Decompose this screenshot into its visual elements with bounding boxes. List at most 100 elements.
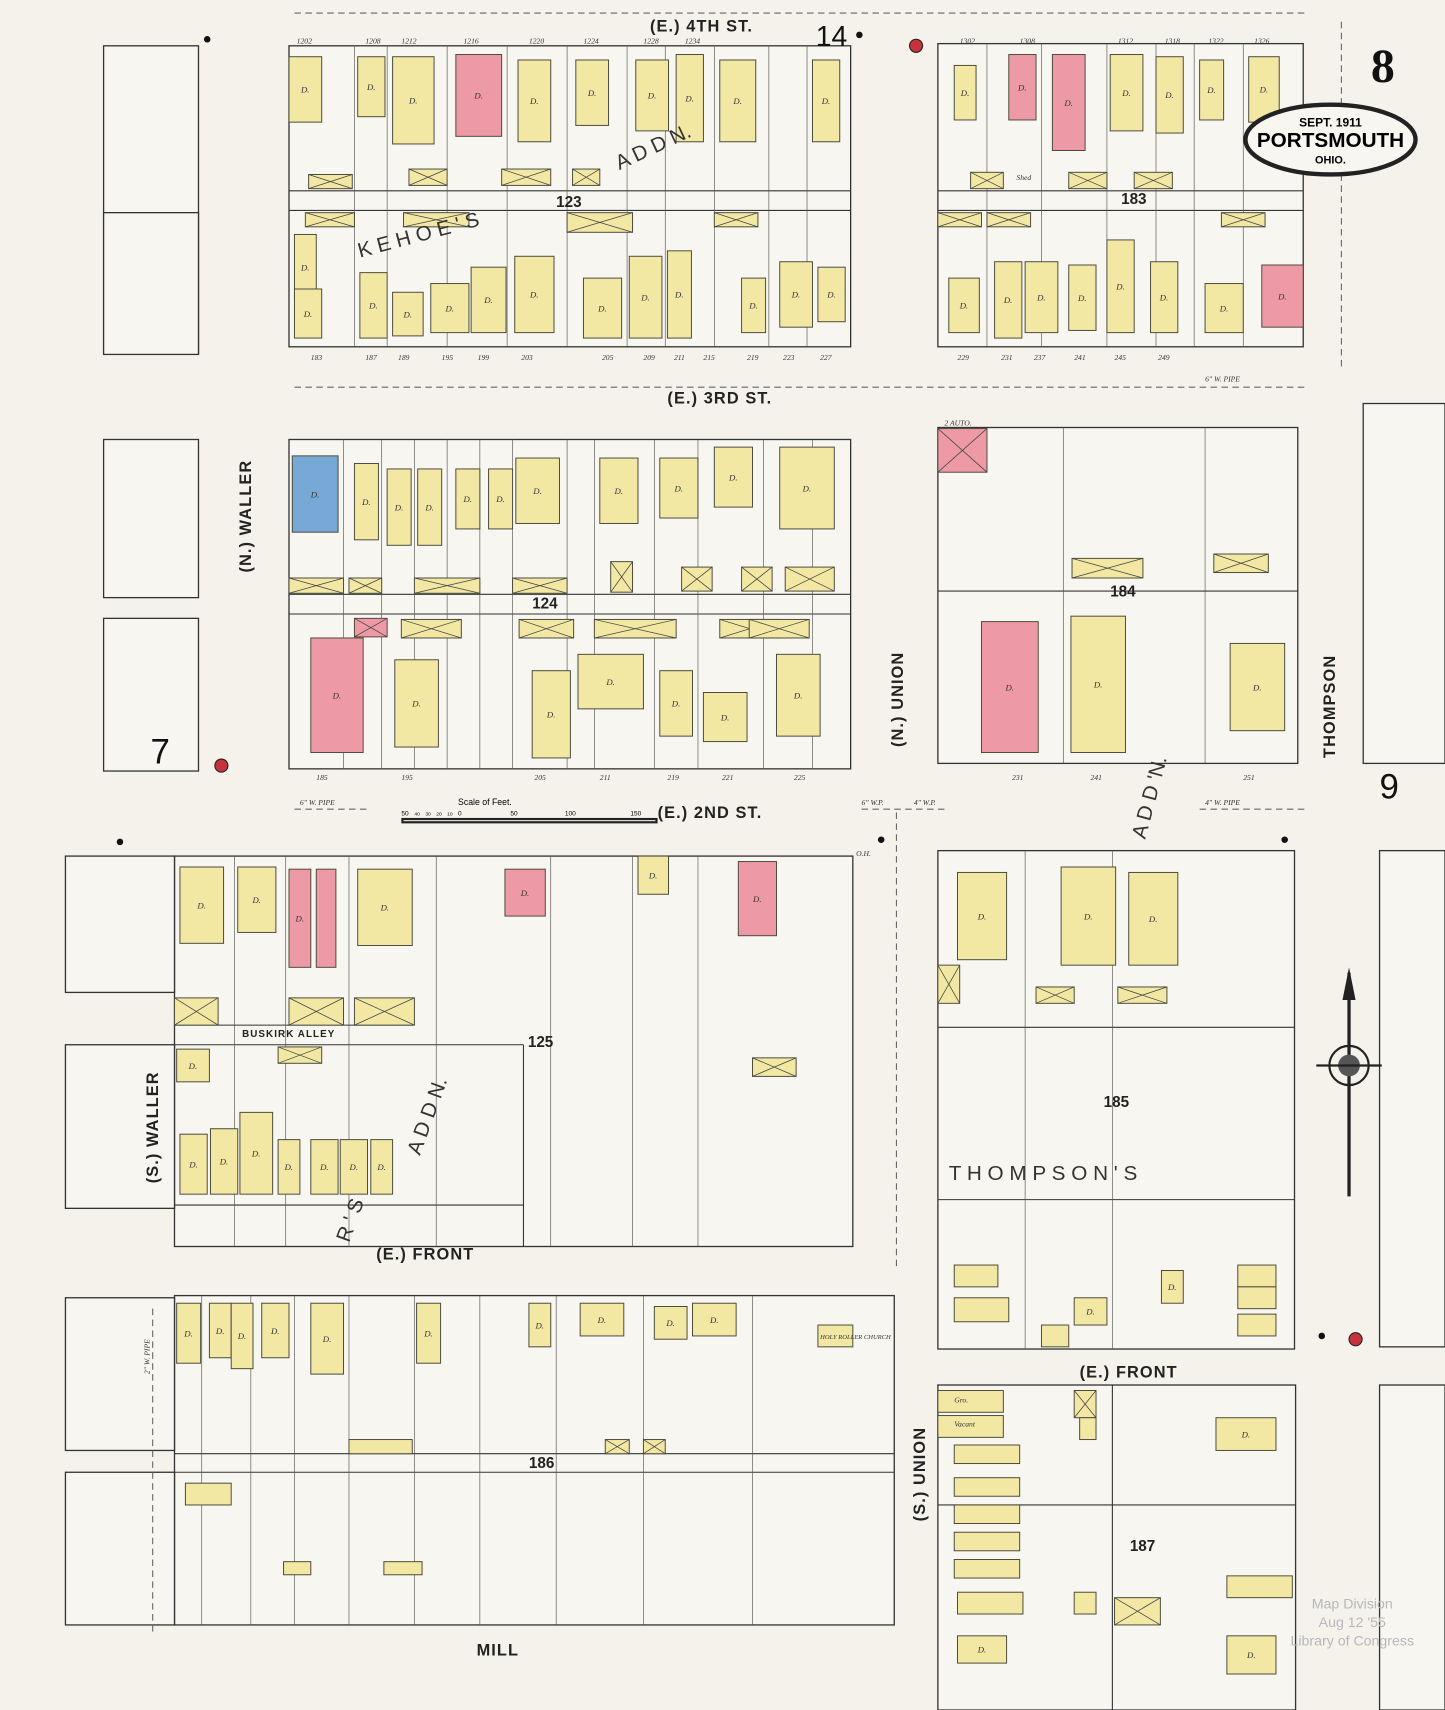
shed-label: Shed <box>1016 173 1031 182</box>
pipe-label: 6" W.P. <box>862 798 884 807</box>
building <box>176 1302 202 1364</box>
building <box>737 861 777 937</box>
building <box>953 64 977 121</box>
dwelling-label: D. <box>332 691 341 701</box>
building <box>283 1561 312 1576</box>
dwelling-label: D. <box>802 483 811 493</box>
dwelling-label: D. <box>821 96 830 106</box>
building <box>370 1139 394 1195</box>
building-cross <box>605 1439 630 1455</box>
dwelling-label: D. <box>444 303 453 313</box>
city-block <box>102 438 200 599</box>
building <box>339 1139 369 1195</box>
address-number: 219 <box>667 773 679 782</box>
pipe-label: 6" W. PIPE <box>1205 375 1240 384</box>
building <box>1070 615 1126 753</box>
hydrant-dot-icon <box>877 836 885 844</box>
building <box>470 266 507 334</box>
address-number: 1220 <box>529 37 544 46</box>
city-block <box>1378 849 1445 1348</box>
hydrant-dot-icon <box>203 35 211 43</box>
address-number: 1216 <box>463 37 478 46</box>
city-block <box>102 212 200 356</box>
dwelling-label: D. <box>546 710 555 720</box>
building <box>1079 1417 1097 1441</box>
address-number: 241 <box>1091 773 1102 782</box>
dwelling-label: D. <box>394 502 403 512</box>
dwelling-label: D. <box>495 494 504 504</box>
grocery-label: Gro. <box>954 1395 968 1404</box>
building <box>531 670 571 759</box>
building <box>277 1139 301 1195</box>
address-number: 231 <box>1012 773 1023 782</box>
block-number: 125 <box>528 1034 554 1051</box>
dwelling-label: D. <box>1063 98 1072 108</box>
dwelling-label: D. <box>270 1326 279 1336</box>
building-cross <box>1071 557 1144 579</box>
dwelling-label: D. <box>977 911 986 921</box>
scale-tick-label: 50 <box>510 811 518 818</box>
dwelling-label: D. <box>529 290 538 300</box>
building <box>230 1302 254 1370</box>
building <box>1051 54 1086 151</box>
building <box>981 621 1039 753</box>
building <box>1008 54 1037 121</box>
building-cross <box>1035 986 1075 1004</box>
building-cross <box>937 428 988 473</box>
dwelling-label: D. <box>1252 682 1261 692</box>
building <box>953 1477 1021 1497</box>
building <box>599 457 639 524</box>
building-cross <box>970 171 1004 190</box>
building-cross <box>277 1046 322 1064</box>
address-number: 211 <box>600 773 611 782</box>
city-block <box>1362 402 1445 765</box>
address-number: 203 <box>521 353 533 362</box>
building <box>288 56 323 123</box>
dwelling-label: D. <box>640 292 649 302</box>
building <box>659 457 699 519</box>
address-number: 209 <box>643 353 655 362</box>
block-number: 123 <box>556 194 581 211</box>
dwelling-label: D. <box>1005 682 1014 692</box>
scale-tick-label: 0 <box>458 811 462 818</box>
map-state: OHIO. <box>1315 155 1346 167</box>
building <box>719 59 757 143</box>
building-cross <box>566 212 633 233</box>
dwelling-label: D. <box>597 1315 606 1325</box>
building <box>1237 1264 1277 1288</box>
building <box>261 1302 290 1359</box>
building <box>953 1264 999 1288</box>
building <box>392 291 424 337</box>
dwelling-label: D. <box>376 1162 385 1172</box>
building <box>653 1306 688 1340</box>
building <box>1106 239 1135 334</box>
building <box>779 261 813 328</box>
dwelling-label: D. <box>366 82 375 92</box>
address-number: 221 <box>722 773 733 782</box>
building <box>237 866 277 933</box>
city-block <box>64 1044 176 1209</box>
dwelling-label: D. <box>284 1162 293 1172</box>
dwelling-label: D. <box>752 894 761 904</box>
building <box>575 59 610 126</box>
dwelling-label: D. <box>720 712 729 722</box>
scale-tick-label: 50 <box>401 811 409 818</box>
dwelling-label: D. <box>1148 914 1157 924</box>
dwelling-label: D. <box>587 88 596 98</box>
building-cross <box>741 566 773 592</box>
building <box>1150 261 1179 334</box>
dwelling-label: D. <box>183 1328 192 1338</box>
address-number: 1302 <box>960 37 975 46</box>
dwelling-label: D. <box>684 93 693 103</box>
building <box>741 277 767 334</box>
dwelling-label: D. <box>1246 1650 1255 1660</box>
building <box>357 56 386 118</box>
scale-tick-label: 20 <box>436 812 442 818</box>
building <box>353 462 379 541</box>
building-cross <box>937 212 982 228</box>
building-cross <box>1213 553 1269 573</box>
building <box>1160 1270 1184 1304</box>
title-cartouche: SEPT. 1911 PORTSMOUTH OHIO. <box>1243 102 1418 177</box>
dwelling-label: D. <box>1036 292 1045 302</box>
building <box>811 59 841 143</box>
